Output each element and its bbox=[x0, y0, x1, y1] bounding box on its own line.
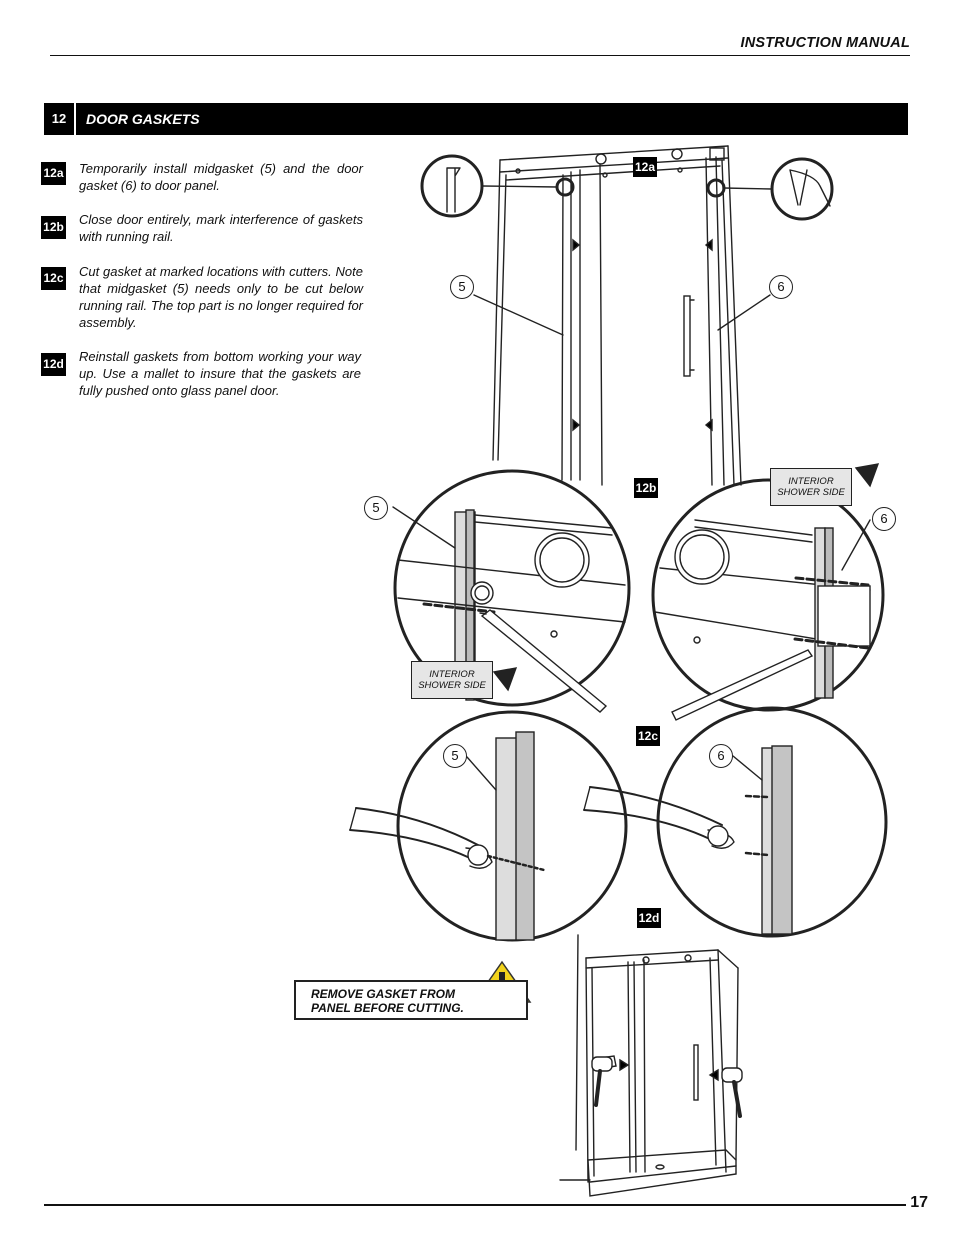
callout-midgasket-12b: 5 bbox=[364, 496, 388, 520]
step-text-12b: Close door entirely, mark interference o… bbox=[79, 212, 363, 244]
figure-12a-enclosure bbox=[420, 145, 834, 486]
figure-12c-left-detail bbox=[349, 710, 628, 942]
figure-label-12c: 12c bbox=[636, 726, 660, 746]
section-bar: 12 DOOR GASKETS bbox=[44, 103, 908, 135]
figure-label-12a: 12a bbox=[633, 157, 657, 177]
figure-12b-left-detail bbox=[392, 469, 631, 713]
figure-12c-right-detail bbox=[583, 706, 888, 938]
warning-box: REMOVE GASKET FROM PANEL BEFORE CUTTING. bbox=[294, 980, 528, 1020]
step-badge-12c: 12c bbox=[41, 267, 66, 290]
callout-door-gasket-12c: 6 bbox=[709, 744, 733, 768]
section-number: 12 bbox=[44, 103, 76, 135]
warning-text: REMOVE GASKET FROM PANEL BEFORE CUTTING. bbox=[311, 987, 464, 1015]
callout-door-gasket-12b: 6 bbox=[872, 507, 896, 531]
step-badge-12d: 12d bbox=[41, 353, 66, 376]
figure-label-12b: 12b bbox=[634, 478, 658, 498]
interior-side-note-left: INTERIOR SHOWER SIDE bbox=[411, 661, 493, 699]
footer-rule bbox=[44, 1204, 910, 1206]
section-title: DOOR GASKETS bbox=[86, 111, 200, 127]
callout-midgasket-12a: 5 bbox=[450, 275, 474, 299]
callout-midgasket-12c: 5 bbox=[443, 744, 467, 768]
step-badge-12b: 12b bbox=[41, 216, 66, 239]
interior-side-arrow-icon bbox=[492, 667, 518, 692]
step-text-12a: Temporarily install midgasket (5) and th… bbox=[79, 161, 363, 193]
header-rule bbox=[50, 55, 910, 56]
step-text-12d: Reinstall gaskets from bottom working yo… bbox=[79, 349, 361, 398]
figure-label-12d: 12d bbox=[637, 908, 661, 928]
figure-12d-enclosure bbox=[559, 934, 743, 1197]
interior-side-arrow-icon bbox=[854, 463, 880, 488]
callout-door-gasket-12a: 6 bbox=[769, 275, 793, 299]
step-text-12c: Cut gasket at marked locations with cutt… bbox=[79, 264, 363, 330]
interior-side-note-right: INTERIOR SHOWER SIDE bbox=[770, 468, 852, 506]
page-number: 17 bbox=[906, 1194, 928, 1212]
step-badge-12a: 12a bbox=[41, 162, 66, 185]
manual-title: INSTRUCTION MANUAL bbox=[740, 35, 910, 51]
figure-12b-right-detail bbox=[651, 478, 885, 721]
